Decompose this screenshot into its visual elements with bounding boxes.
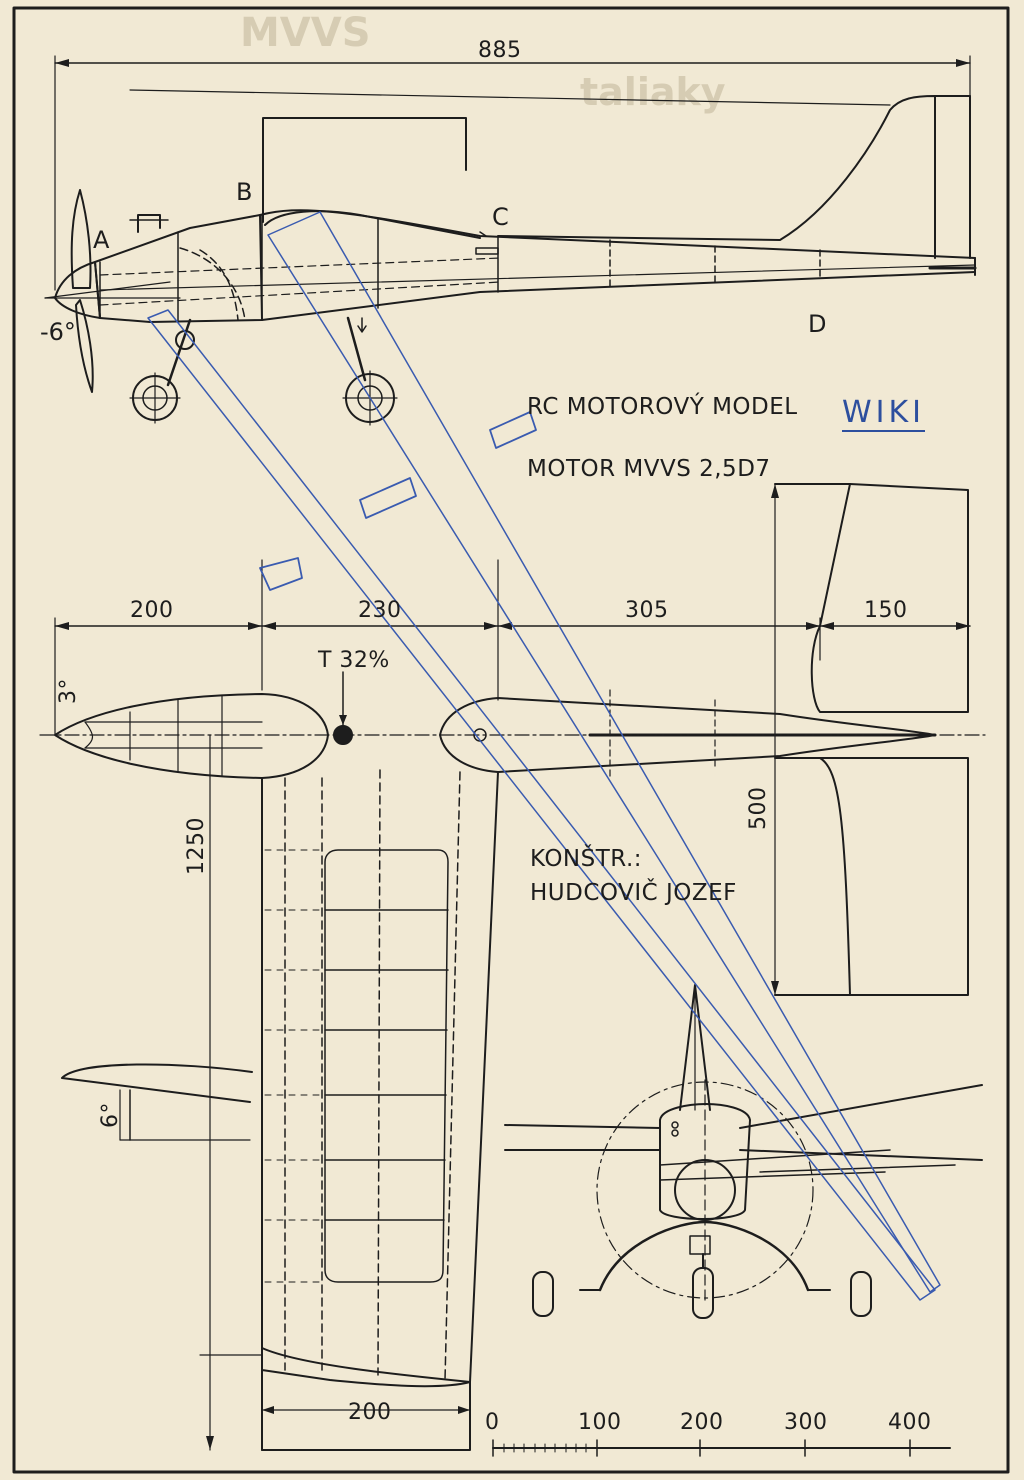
dim-wingspan: 1250 bbox=[184, 817, 209, 875]
front-wheel-right bbox=[850, 1271, 872, 1317]
motor-label: MOTOR MVVS 2,5D7 bbox=[527, 456, 771, 482]
blue-overlay bbox=[147, 211, 941, 1301]
wing-panel-outline bbox=[262, 117, 467, 223]
designer-name: HUDCOVIČ JOZEF bbox=[530, 880, 737, 906]
point-label-a: A bbox=[93, 226, 110, 254]
ghost-text: MVVS bbox=[240, 10, 371, 56]
front-fuselage bbox=[659, 1103, 751, 1220]
spinner bbox=[54, 261, 101, 319]
dim-stab-span: 500 bbox=[746, 786, 771, 831]
cylinder-head bbox=[137, 214, 161, 233]
front-view bbox=[504, 984, 983, 1319]
fin-leading-line bbox=[129, 89, 891, 106]
dim-fuselage-rear: 305 bbox=[625, 598, 669, 623]
front-gear bbox=[598, 1220, 810, 1292]
stab-lower bbox=[774, 757, 969, 996]
front-stab bbox=[504, 1084, 983, 1161]
dim-wing-tip-chord: 200 bbox=[348, 1400, 392, 1425]
cg-mark bbox=[333, 725, 353, 745]
scale-tick-200: 200 bbox=[680, 1410, 724, 1435]
dihedral-angle: 6° bbox=[98, 1102, 123, 1128]
dim-nose-to-wing: 200 bbox=[130, 598, 174, 623]
propeller-upper bbox=[70, 189, 92, 289]
sidethrust-angle: 3° bbox=[56, 678, 81, 704]
fuselage-bottom bbox=[261, 271, 976, 321]
point-label-b: B bbox=[236, 178, 253, 206]
stab-upper bbox=[774, 483, 969, 713]
designer-label: KONŠTR.: bbox=[530, 846, 643, 872]
dim-tail-chord: 150 bbox=[864, 598, 908, 623]
wing-planform bbox=[261, 771, 499, 1451]
point-label-d: D bbox=[808, 310, 827, 338]
dim-wing-chord: 230 bbox=[358, 598, 402, 623]
dim-overall-length: 885 bbox=[478, 38, 522, 63]
cg-label: T 32% bbox=[318, 648, 390, 673]
nose-gear-strut bbox=[166, 318, 192, 387]
side-view bbox=[44, 55, 977, 426]
wing-airfoil bbox=[264, 210, 481, 239]
scale-tick-100: 100 bbox=[578, 1410, 622, 1435]
downthrust-angle: -6° bbox=[40, 318, 76, 346]
scale-tick-300: 300 bbox=[784, 1410, 828, 1435]
dihedral-detail bbox=[61, 1063, 253, 1141]
front-wheel-left bbox=[532, 1271, 554, 1317]
top-view bbox=[39, 483, 986, 1451]
formers bbox=[99, 214, 821, 321]
scale-tick-0: 0 bbox=[485, 1410, 500, 1435]
propeller-lower bbox=[75, 299, 94, 393]
front-nose-wheel bbox=[692, 1267, 714, 1319]
aileron-outline bbox=[324, 849, 449, 1283]
dihedral-wing bbox=[61, 1063, 253, 1103]
model-title: RC MOTOROVÝ MODEL bbox=[527, 394, 798, 420]
fuselage-front-top bbox=[54, 693, 329, 779]
scale-bar bbox=[492, 1439, 951, 1457]
point-label-c: C bbox=[492, 203, 509, 231]
wiki-stamp: WIKI bbox=[842, 395, 926, 432]
sheet-frame bbox=[12, 6, 1010, 1474]
scale-tick-400: 400 bbox=[888, 1410, 932, 1435]
main-gear-strut bbox=[346, 316, 367, 382]
ghost-text: taliaky bbox=[580, 70, 726, 114]
vertical-fin bbox=[497, 95, 936, 259]
